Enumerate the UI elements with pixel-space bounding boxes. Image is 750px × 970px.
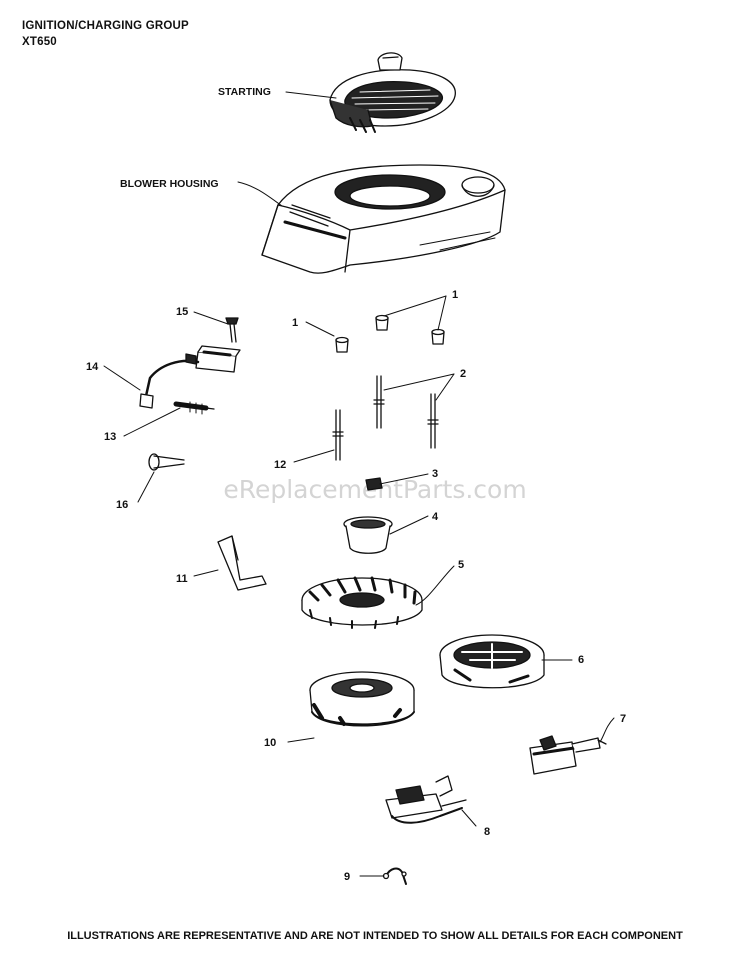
part-3-nut: [365, 477, 383, 491]
model-number: XT650: [22, 36, 57, 48]
part-1-nuts: [335, 314, 445, 353]
callout-9: 9: [344, 871, 350, 883]
callout-8: 8: [484, 826, 490, 838]
callout-6: 6: [578, 654, 584, 666]
callout-1-secondary: 1: [292, 317, 298, 329]
callout-11: 11: [176, 573, 188, 585]
part-4-cup: [343, 516, 393, 554]
label-blower-housing: BLOWER HOUSING: [120, 178, 219, 190]
part-11-bracket: [217, 535, 267, 591]
callout-15: 15: [176, 306, 188, 318]
leader-lines: [103, 91, 615, 877]
disclaimer-footer: ILLUSTRATIONS ARE REPRESENTATIVE AND ARE…: [67, 930, 683, 942]
part-15-screw: [225, 317, 239, 343]
callout-3: 3: [432, 468, 438, 480]
label-starting: STARTING: [218, 86, 271, 98]
callout-labels: STARTING BLOWER HOUSING 1 1 2 3 4 5 6 7 …: [86, 86, 626, 883]
part-5-flywheel-fan: [301, 576, 423, 629]
diagram-title: IGNITION/CHARGING GROUP: [22, 20, 189, 32]
starter-assembly-part: [329, 52, 456, 133]
callout-12: 12: [274, 459, 286, 471]
callout-4: 4: [432, 511, 439, 523]
part-12-stud: [332, 409, 344, 461]
part-10-flywheel: [309, 671, 415, 727]
callout-5: 5: [458, 559, 464, 571]
blower-housing-part: [261, 164, 506, 274]
callout-7: 7: [620, 713, 626, 725]
part-9-wire-clip: [382, 867, 407, 885]
callout-10: 10: [264, 737, 276, 749]
part-6-flywheel: [439, 634, 545, 689]
part-8-harness: [385, 775, 467, 824]
callout-1: 1: [452, 289, 458, 301]
callout-13: 13: [104, 431, 116, 443]
part-13-spark-plug: [173, 401, 215, 415]
callout-16: 16: [116, 499, 128, 511]
part-2-studs: [373, 375, 439, 449]
callout-14: 14: [86, 361, 99, 373]
part-16-terminal: [148, 453, 185, 471]
callout-2: 2: [460, 368, 466, 380]
part-7-module: [529, 735, 607, 775]
part-14-ignition-coil: [139, 345, 241, 409]
